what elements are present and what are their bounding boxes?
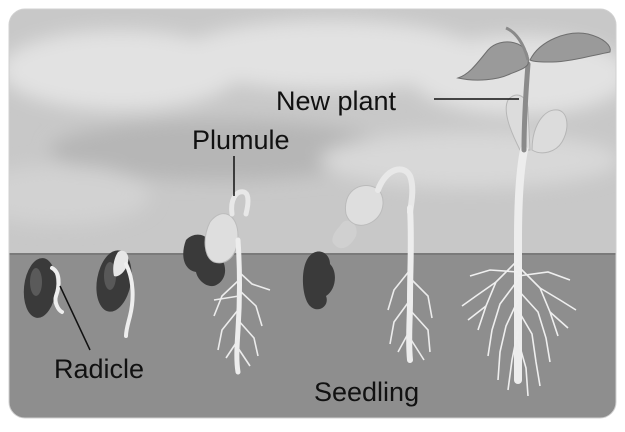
label-radicle: Radicle bbox=[54, 354, 144, 384]
label-new-plant: New plant bbox=[276, 86, 397, 116]
label-plumule: Plumule bbox=[192, 125, 290, 155]
label-seedling: Seedling bbox=[314, 377, 419, 407]
